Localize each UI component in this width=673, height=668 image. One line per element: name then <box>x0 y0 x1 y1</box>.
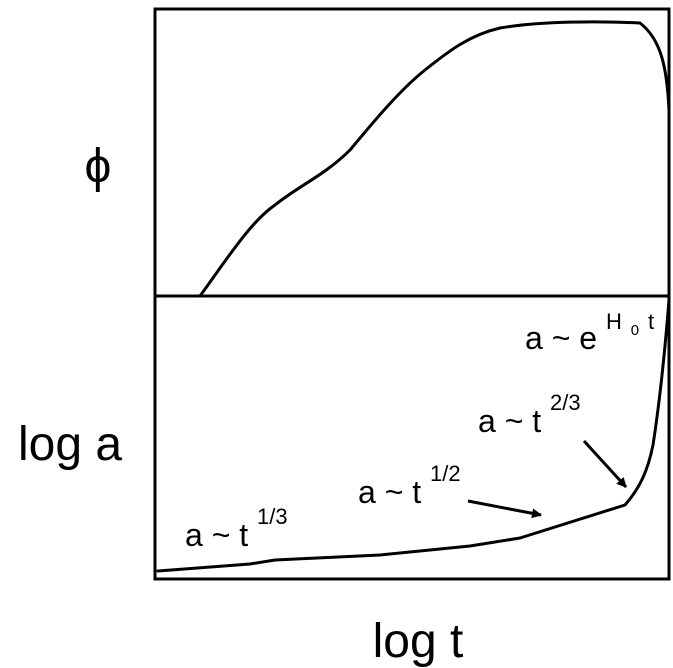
bottom-panel-ylabel: log a <box>18 418 122 471</box>
annotation-t12-sup: 1/2 <box>430 461 461 486</box>
annotation-t12: a ~ t 1/2 <box>358 461 461 510</box>
annotation-t13-base: a ~ t <box>185 517 248 553</box>
bottom-panel-frame <box>153 294 671 581</box>
annotation-t13: a ~ t 1/3 <box>185 504 288 553</box>
annotation-exp-sup-main: H <box>606 309 622 334</box>
annotation-exp-base: a ~ e <box>525 320 597 356</box>
annotation-t13-sup: 1/3 <box>257 504 288 529</box>
xlabel: log t <box>373 615 464 668</box>
annotation-exp-sup-sub: 0 <box>631 322 639 339</box>
phi-curve <box>198 20 671 298</box>
annotation-t23: a ~ t 2/3 <box>478 390 581 439</box>
annotation-t23-base: a ~ t <box>478 403 541 439</box>
annotation-exp: a ~ e H 0 t <box>525 300 654 356</box>
annotation-t23-sup: 2/3 <box>550 390 581 415</box>
annotation-exp-sup-tail: t <box>648 309 654 334</box>
top-panel-ylabel: ϕ <box>85 140 112 193</box>
annotation-t12-base: a ~ t <box>358 474 421 510</box>
arrow-t12 <box>467 499 542 519</box>
arrow-t23 <box>582 439 628 489</box>
scale-factor-curve <box>156 298 671 573</box>
